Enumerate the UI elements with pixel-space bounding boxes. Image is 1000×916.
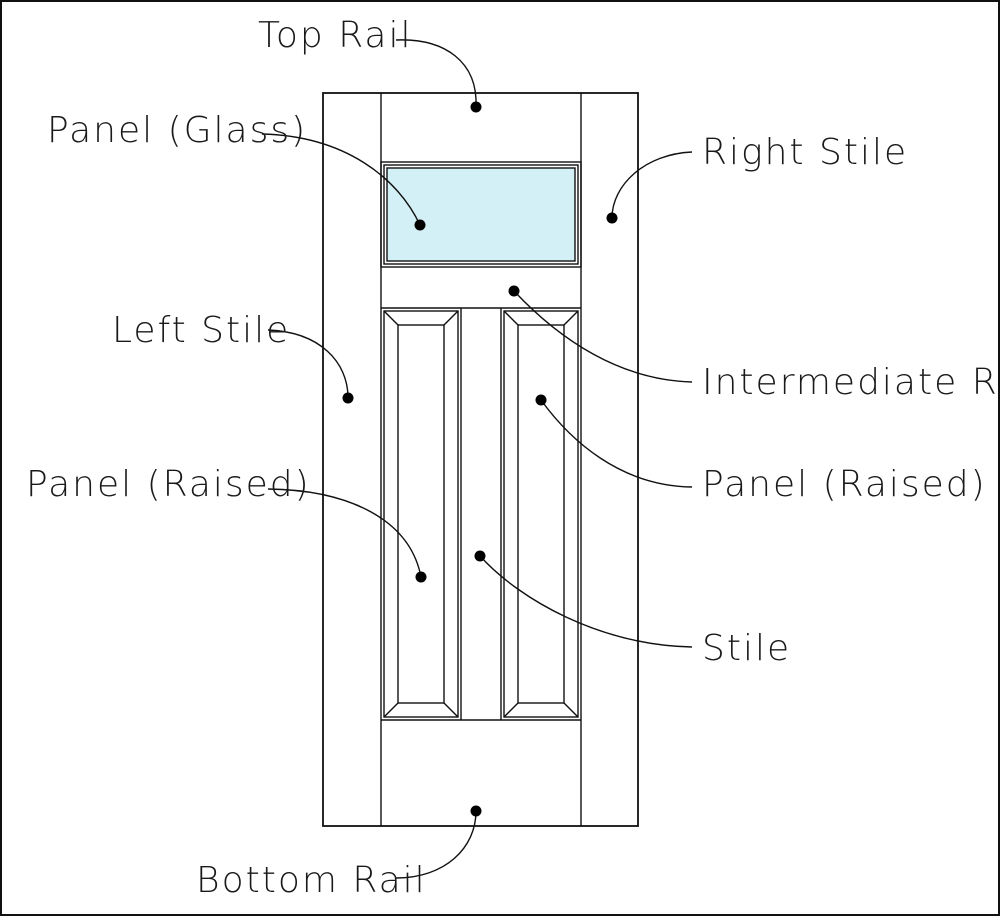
panel-glass-label: Panel (Glass) [47,110,307,151]
stile-marker [474,550,486,562]
right-stile-marker [606,212,618,224]
stile-leader [479,555,693,648]
raised-panel-left-field [397,324,445,704]
stile-label: Stile [702,628,791,669]
panel-glass-leader [261,133,421,226]
left-stile-marker [342,392,354,404]
glass-panel-opening [380,161,582,268]
door-outline [322,92,639,827]
top-rail-leader [395,39,477,108]
panel-raised-left-label: Panel (Raised) [26,464,311,505]
bottom-rail-label: Bottom Rail [196,860,427,901]
top-rail-label: Top Rail [258,15,412,56]
intermediate-rail-marker [508,285,520,297]
left-stile-label: Left Stile [112,310,290,351]
panel-raised-right-label: Panel (Raised) [702,464,987,505]
intermediate-rail-label: Intermediate Rail [702,362,1000,403]
raised-panel-right-bevel [563,310,579,326]
raised-panel-right-outer [503,310,579,718]
labels: Top Rail Panel (Glass) Right Stile Left … [26,15,1000,901]
raised-panel-left [383,310,459,718]
glass-panel [380,161,582,268]
bottom-rail-marker [470,805,482,817]
raised-panel-left-bevel [383,702,399,718]
right-stile-leader [611,151,693,219]
top-rail-marker [470,101,482,113]
door [322,92,639,827]
raised-panel-right-bevel [503,310,519,326]
raised-panel-right-bevel [503,702,519,718]
raised-panel-left-bevel [443,310,459,326]
glass-pane [386,167,576,262]
raised-panel-left-outer [383,310,459,718]
panel-raised-left-leader [267,488,422,578]
raised-panel-left-bevel [443,702,459,718]
intermediate-rail-leader [513,290,693,383]
glass-panel-stop [383,164,579,265]
raised-panel-right-bevel [563,702,579,718]
bottom-rail-leader [395,810,477,879]
panel-raised-right-leader [540,399,693,488]
panel-raised-right-marker [535,394,547,406]
raised-panel-right-field [517,324,565,704]
raised-panel-left-bevel [383,310,399,326]
panel-raised-left-marker [415,571,427,583]
raised-panel-right [503,310,579,718]
leaders [261,39,693,879]
right-stile-label: Right Stile [702,132,908,173]
panel-glass-marker [414,219,426,231]
left-stile-leader [267,329,349,399]
